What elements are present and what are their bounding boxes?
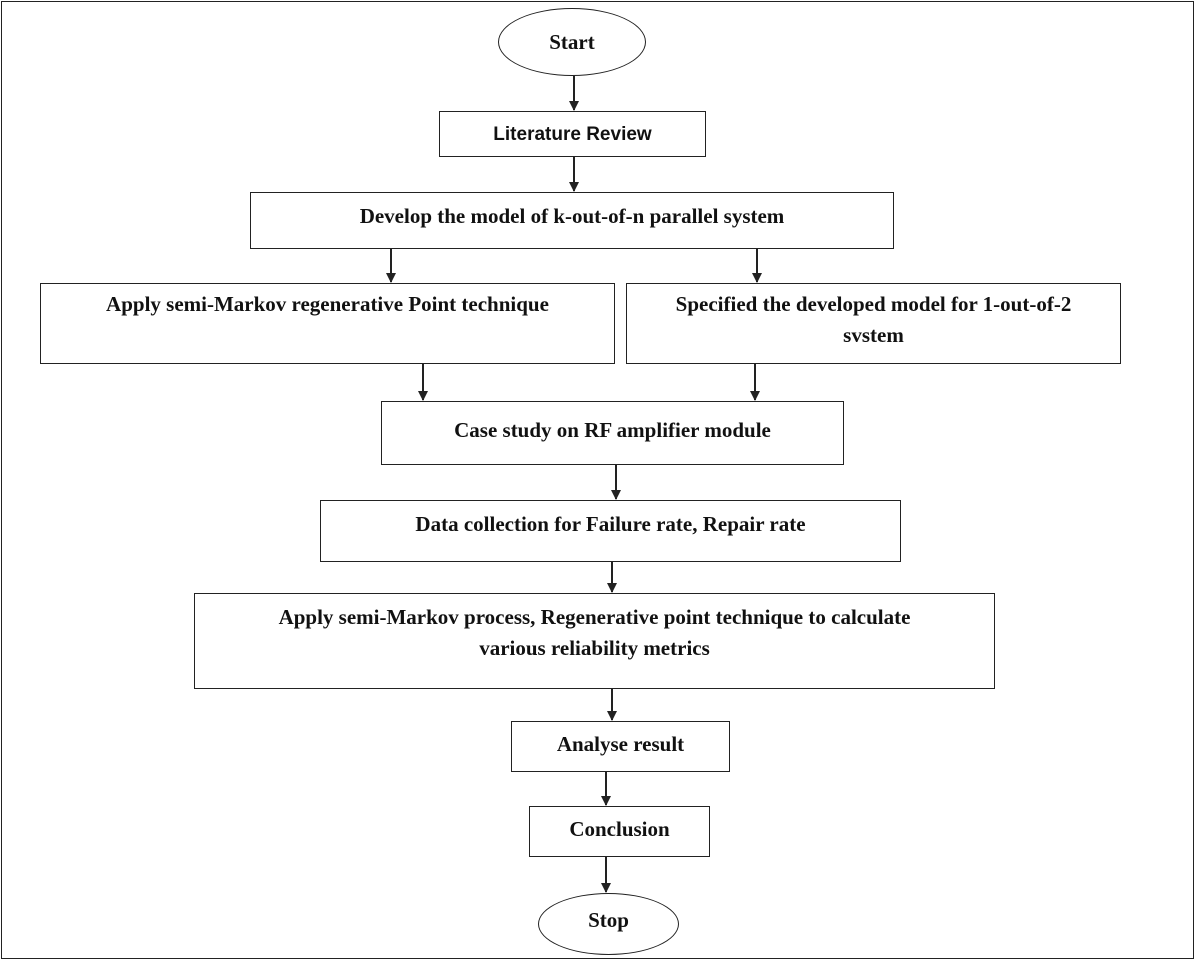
- data-collection-label: Data collection for Failure rate, Repair…: [415, 511, 806, 536]
- case-study-box: Case study on RF amplifier module: [381, 401, 844, 465]
- conclusion-label: Conclusion: [569, 817, 670, 841]
- apply-semi-markov-process-label: Apply semi-Markov process, Regenerative …: [278, 605, 911, 660]
- develop-model-label: Develop the model of k-out-of-n parallel…: [359, 204, 785, 228]
- literature-review-label: Literature Review: [493, 123, 652, 145]
- stop-label: Stop: [588, 907, 629, 932]
- conclusion-box: Conclusion: [529, 806, 710, 857]
- start-node: Start: [498, 8, 646, 76]
- specified-model-right-label: Specified the developed model for 1-out-…: [675, 292, 1072, 347]
- analyse-result-label: Analyse result: [556, 732, 685, 756]
- literature-review-box: Literature Review: [439, 111, 706, 157]
- apply-semi-markov-left-label: Apply semi-Markov regenerative Point tec…: [106, 292, 549, 316]
- data-collection-box: Data collection for Failure rate, Repair…: [320, 500, 901, 562]
- analyse-result-box: Analyse result: [511, 721, 730, 772]
- apply-semi-markov-left-box: Apply semi-Markov regenerative Point tec…: [40, 283, 615, 364]
- stop-node: Stop: [538, 893, 679, 955]
- specified-model-right-box: Specified the developed model for 1-out-…: [626, 283, 1121, 364]
- develop-model-box: Develop the model of k-out-of-n parallel…: [250, 192, 894, 249]
- case-study-label: Case study on RF amplifier module: [454, 417, 771, 442]
- start-label: Start: [549, 29, 595, 54]
- apply-semi-markov-process-box: Apply semi-Markov process, Regenerative …: [194, 593, 995, 689]
